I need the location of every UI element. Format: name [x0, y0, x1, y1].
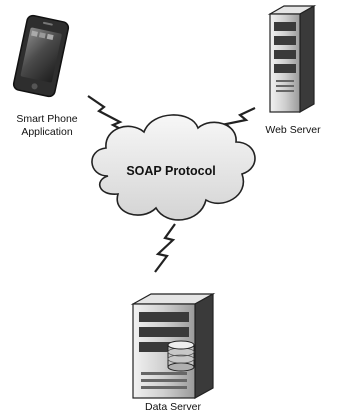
smartphone-label-line1: Smart Phone	[16, 113, 77, 125]
smartphone-icon	[12, 14, 70, 98]
database-icon	[167, 340, 195, 372]
soap-cloud: SOAP Protocol	[91, 114, 256, 221]
link-phone-cloud	[87, 95, 131, 135]
web-server-label: Web Server	[265, 124, 321, 136]
data-server-icon	[130, 292, 216, 400]
web-server-icon	[267, 4, 317, 114]
link-cloud-data	[154, 223, 176, 273]
smartphone-label-line2: Application	[21, 126, 73, 138]
soap-protocol-label: SOAP Protocol	[126, 164, 215, 178]
data-server-label: Data Server	[145, 401, 202, 413]
